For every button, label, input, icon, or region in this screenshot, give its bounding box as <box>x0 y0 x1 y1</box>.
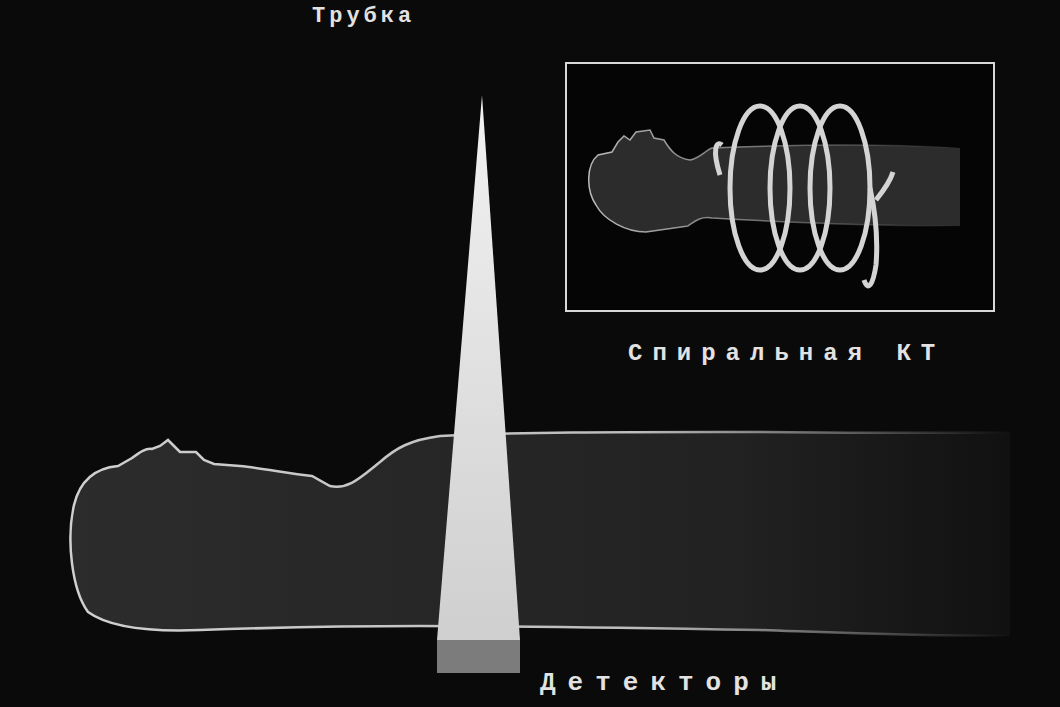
xray-beam <box>437 95 520 640</box>
detector-label: Детекторы <box>540 668 788 699</box>
spiral-path <box>716 106 893 286</box>
tube-label: Трубка <box>312 4 415 30</box>
caption-label: Спиральная КТ <box>628 340 945 369</box>
patient-body <box>70 432 1010 636</box>
detector-array <box>437 640 520 673</box>
inset-frame <box>566 63 994 311</box>
